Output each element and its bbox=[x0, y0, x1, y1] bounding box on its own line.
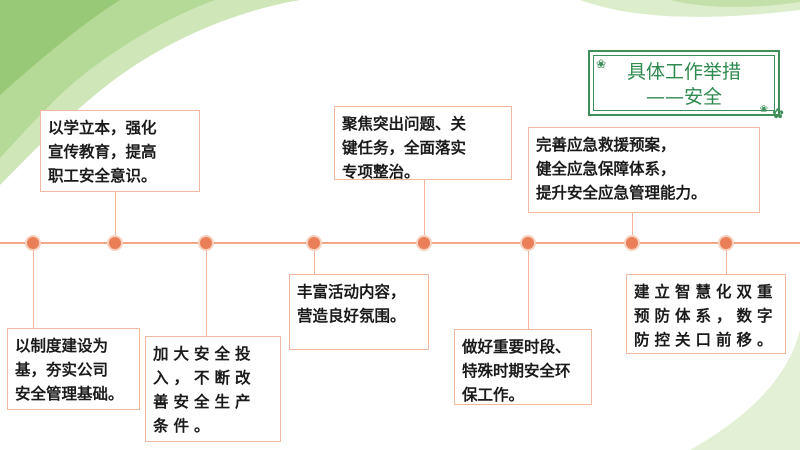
measure-card-prevention: 建立智慧化双重 预防体系，数字 防控关口前移。 bbox=[626, 274, 786, 354]
flower-icon: ✿ bbox=[772, 106, 784, 122]
green-wave-decoration-bottom-right bbox=[690, 330, 800, 450]
connector-3 bbox=[206, 250, 207, 336]
green-wave-decoration-top-right bbox=[580, 0, 800, 17]
measure-card-activities: 丰富活动内容， 营造良好氛围。 bbox=[289, 274, 429, 350]
timeline-node-1 bbox=[25, 235, 41, 251]
flower-icon: ❀ bbox=[759, 104, 768, 115]
measure-card-investment: 加大安全投 入，不断改 善安全生产 条件。 bbox=[145, 336, 281, 442]
title-inner-frame: 具体工作举措 ——安全 bbox=[593, 55, 775, 111]
measure-card-key-periods: 做好重要时段、 特殊时期安全环 保工作。 bbox=[454, 329, 592, 405]
title-line-2: ——安全 bbox=[645, 86, 722, 108]
timeline-node-3 bbox=[198, 235, 214, 251]
timeline-node-6 bbox=[520, 235, 536, 251]
connector-4 bbox=[314, 250, 315, 274]
connector-7 bbox=[632, 213, 633, 235]
flower-icon: ❀ bbox=[596, 57, 607, 71]
connector-5 bbox=[424, 180, 425, 235]
title-line-1: 具体工作举措 bbox=[626, 61, 741, 83]
timeline-node-5 bbox=[416, 235, 432, 251]
green-wave-decoration-top-left bbox=[0, 0, 300, 185]
connector-1 bbox=[33, 250, 34, 328]
timeline-line bbox=[0, 242, 800, 244]
measure-card-institution: 以制度建设为 基，夯实公司 安全管理基础。 bbox=[7, 328, 140, 410]
measure-card-focus: 聚焦突出问题、关 键任务，全面落实 专项整治。 bbox=[334, 106, 512, 181]
timeline-node-8 bbox=[718, 235, 734, 251]
timeline-node-2 bbox=[107, 235, 123, 251]
measure-card-emergency: 完善应急救援预案， 健全应急保障体系， 提升安全应急管理能力。 bbox=[528, 127, 760, 213]
title-box: 具体工作举措 ——安全 ❀ ✿ ❀ bbox=[588, 50, 784, 121]
connector-2 bbox=[115, 192, 116, 235]
connector-8 bbox=[726, 250, 727, 274]
timeline-node-7 bbox=[624, 235, 640, 251]
timeline-node-4 bbox=[306, 235, 322, 251]
measure-card-learning: 以学立本，强化 宣传教育，提高 职工安全意识。 bbox=[40, 110, 200, 192]
connector-6 bbox=[528, 250, 529, 329]
